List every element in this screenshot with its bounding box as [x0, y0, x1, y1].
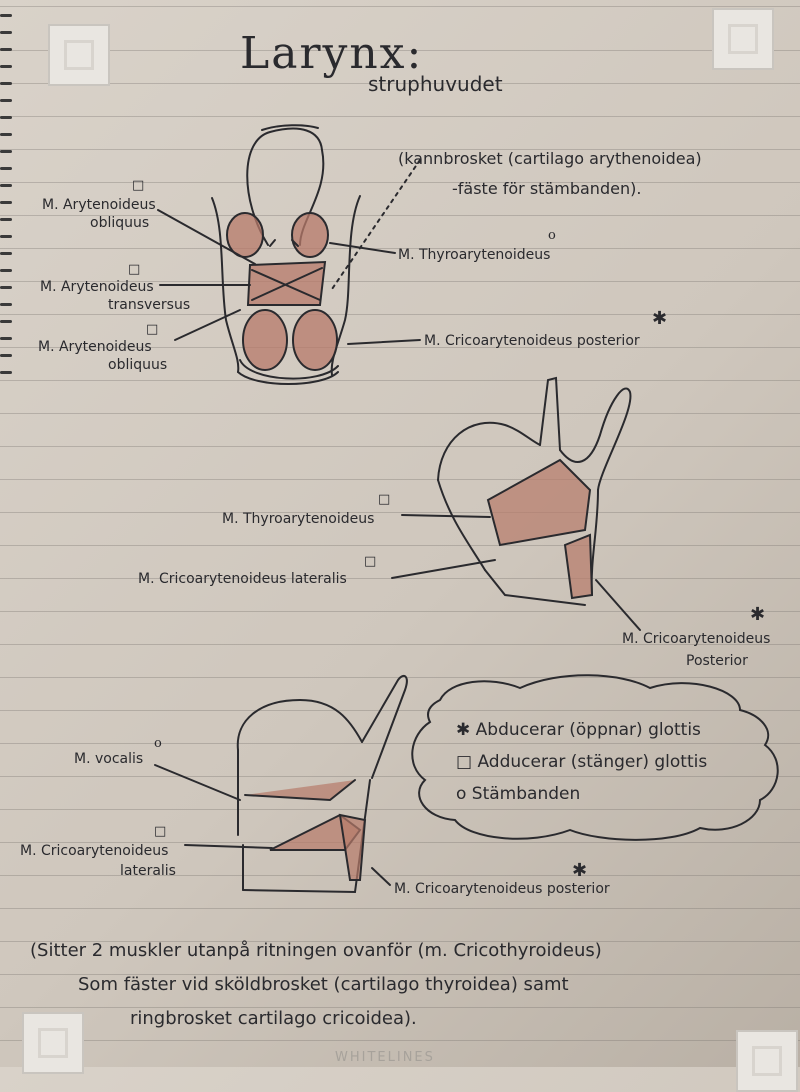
note-line-3: ringbrosket cartilago cricoidea). [130, 1008, 417, 1029]
abductor-symbol: ✱ [750, 604, 766, 625]
legend-adductor: □ Adducerar (stänger) glottis [456, 752, 708, 772]
abductor-symbol: ✱ [652, 308, 668, 329]
label-cricoarytenoideus-posterior-1: M. Cricoarytenoideus posterior [424, 333, 640, 349]
label-arytenoideus-transversus: M. Arytenoideus [40, 279, 154, 295]
adductor-symbol: □ [154, 824, 167, 839]
label-arytenoideus-transversus-b: transversus [108, 297, 191, 313]
label-vocalis: M. vocalis [74, 751, 144, 767]
label-arytenoideus-obliquus-2: M. Arytenoideus [38, 339, 152, 355]
label-arytenoideus-obliquus-2-b: obliquus [108, 357, 168, 373]
adductor-symbol: □ [132, 178, 145, 193]
page-marker-bottom-left [22, 1012, 84, 1074]
notebook-brand: WHITELINES [335, 1050, 435, 1065]
label-cricoarytenoideus-lateralis-2: M. Cricoarytenoideus [20, 843, 169, 859]
adductor-symbol: □ [146, 322, 159, 337]
label-cricoarytenoideus-posterior-2: M. Cricoarytenoideus [622, 631, 771, 647]
spiral-binding [0, 0, 14, 420]
label-arytenoideus-obliquus-1: M. Arytenoideus [42, 197, 156, 213]
legend-abductor: ✱ Abducerar (öppnar) glottis [456, 720, 701, 740]
label-arytenoid-cartilage: (kannbrosket (cartilago arythenoidea) [398, 149, 702, 168]
note-line-2: Som fäster vid sköldbrosket (cartilago t… [78, 974, 569, 995]
page-marker-top-right [712, 8, 774, 70]
diagram-posterior-view [157, 124, 421, 385]
label-cricoarytenoideus-posterior-2-b: Posterior [686, 653, 748, 669]
diagram-top-view [154, 674, 408, 894]
larynx-drawings [154, 124, 779, 894]
vocal-symbol: o [548, 228, 556, 243]
label-cricoarytenoideus-lateralis-1: M. Cricoarytenoideus lateralis [138, 571, 347, 587]
label-cricoarytenoideus-lateralis-2-b: lateralis [120, 863, 176, 879]
label-vocal-attachment: -fäste för stämbanden). [452, 179, 642, 198]
adductor-symbol: □ [128, 262, 141, 277]
page-subtitle: struphuvudet [368, 72, 503, 96]
label-thyroarytenoideus-2: M. Thyroarytenoideus [222, 511, 375, 527]
diagram-side-view [391, 376, 641, 631]
label-thyroarytenoideus-1: M. Thyroarytenoideus [398, 247, 551, 263]
adductor-symbol: □ [378, 492, 391, 507]
abductor-symbol: ✱ [572, 860, 588, 881]
page-title: Larynx: [240, 28, 424, 79]
adductor-symbol: □ [364, 554, 377, 569]
page-marker-top-left [48, 24, 110, 86]
note-line-1: (Sitter 2 muskler utanpå ritningen ovanf… [30, 940, 602, 961]
legend-vocal-cords: o Stämbanden [456, 784, 581, 804]
legend-cloud [411, 674, 779, 841]
label-cricoarytenoideus-posterior-3: M. Cricoarytenoideus posterior [394, 881, 610, 897]
label-arytenoideus-obliquus-1-b: obliquus [90, 215, 150, 231]
vocal-symbol: o [154, 736, 162, 751]
